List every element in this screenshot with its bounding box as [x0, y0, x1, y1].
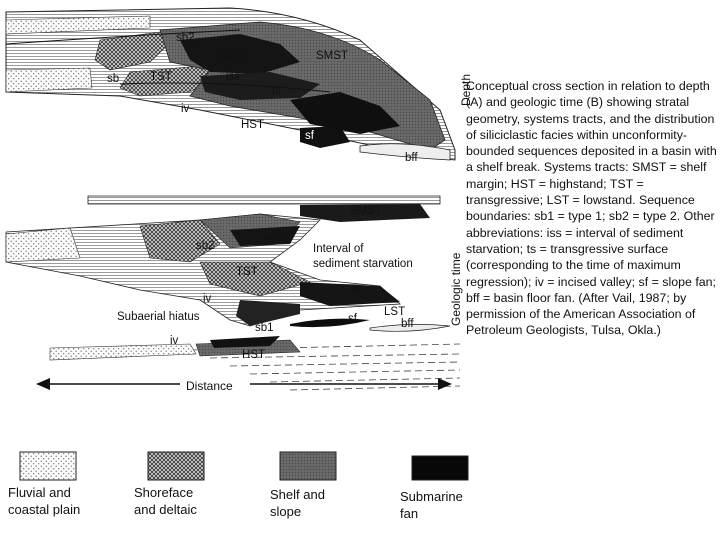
- bottom-label-subaerial: Subaerial hiatus: [117, 311, 200, 323]
- geologic-time-axis-label: Geologic time: [449, 252, 463, 326]
- bottom-label-tst: TST: [236, 266, 258, 278]
- legend-label-submarine: Submarine fan: [400, 488, 463, 522]
- bottom-label-hst2: HST: [242, 349, 265, 361]
- top-label-bff: bff: [405, 152, 418, 164]
- top-label-smst: SMST: [316, 50, 348, 62]
- top-label-iv: iv: [181, 103, 190, 115]
- top-label-hst2: HST: [241, 119, 264, 131]
- legend-label-fluvial: Fluvial and coastal plain: [8, 484, 80, 518]
- legend-label-shoreface: Shoreface and deltaic: [134, 484, 197, 518]
- top-label-tst: TST: [150, 71, 172, 83]
- bottom-label-interval-2: sediment starvation: [313, 258, 413, 270]
- bottom-sf-lens: [290, 319, 370, 327]
- legend-swatch-fluvial: [20, 452, 76, 480]
- bottom-label-sb2: sb2: [196, 240, 215, 252]
- bottom-label-hst: HST: [264, 234, 287, 246]
- top-label-sb: sb: [107, 73, 119, 85]
- top-label-sf: sf: [305, 130, 315, 142]
- bottom-time-section: Distance SMST sb2 HST Interval of sedime…: [6, 196, 463, 398]
- bottom-label-sf: sf: [348, 313, 358, 325]
- top-label-iss: iss: [226, 71, 240, 83]
- distance-axis-label: Distance: [186, 379, 233, 393]
- bottom-label-iv2: iv: [170, 335, 179, 347]
- bottom-label-smst: SMST: [350, 205, 382, 217]
- top-label-hst: HST: [223, 53, 246, 65]
- top-label-ts: ts: [272, 85, 281, 97]
- bottom-fluvial: [6, 228, 80, 262]
- bottom-label-iv: iv: [203, 293, 212, 305]
- legend-swatches: [20, 452, 468, 480]
- top-label-lst: LST: [342, 112, 363, 124]
- bottom-label-sb1: sb1: [255, 322, 274, 334]
- top-label-sb2: sb2: [176, 32, 195, 44]
- top-cross-section: sb2 HST SMST TST iss sb ts iv LST HST sf…: [6, 8, 473, 164]
- distance-arrow-left-head: [36, 378, 50, 390]
- legend-swatch-shelf: [280, 452, 336, 480]
- bottom-label-ts: ts: [352, 284, 361, 296]
- figure-caption: Conceptual cross section in relation to …: [466, 78, 718, 339]
- legend-swatch-shoreface: [148, 452, 204, 480]
- legend-swatch-submarine: [412, 456, 468, 480]
- bottom-top-band: [88, 196, 440, 204]
- top-fluvial-lower: [6, 68, 92, 92]
- bottom-label-interval-1: Interval of: [313, 243, 364, 255]
- legend-label-shelf: Shelf and slope: [270, 486, 325, 520]
- bottom-label-lst: LST: [384, 306, 405, 318]
- bottom-label-bff: bff: [401, 318, 414, 330]
